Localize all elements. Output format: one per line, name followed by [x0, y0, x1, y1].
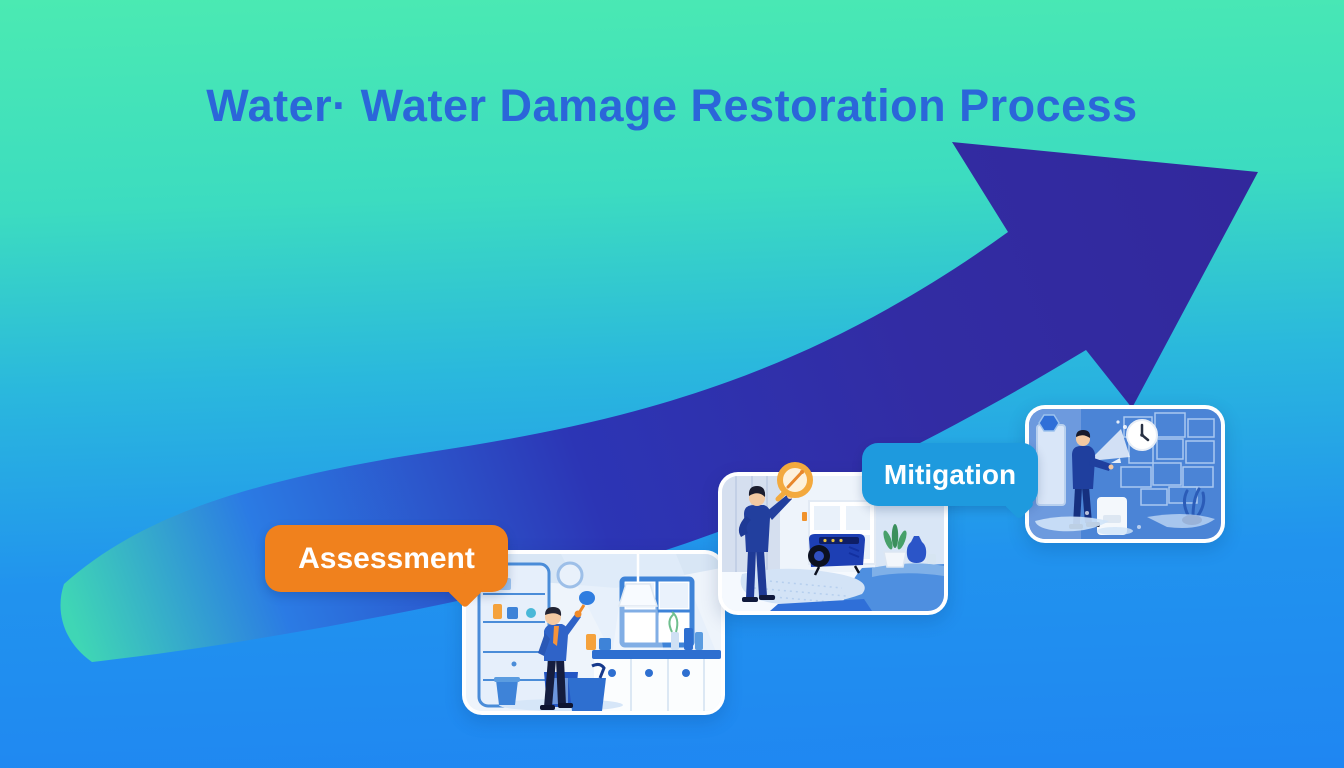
blue-vase — [906, 536, 927, 563]
technician-drying-room-scene — [1029, 409, 1221, 539]
moisture-gauge-icon — [775, 462, 813, 502]
water-spray — [1089, 420, 1134, 461]
assessment-panel — [462, 550, 725, 715]
door — [1036, 424, 1066, 506]
wall-clock-icon — [1126, 419, 1158, 451]
orange-tie — [553, 626, 559, 646]
page-title: Water· Water Damage Restoration Process — [206, 80, 1138, 132]
storage-shelf — [477, 562, 551, 708]
kitchen-counter — [586, 611, 721, 711]
floor-puddles — [1035, 511, 1215, 535]
technician-inspecting-kitchen-scene — [466, 554, 721, 711]
drying-panel — [1025, 405, 1225, 543]
duster-icon — [579, 591, 595, 605]
technician-dehumidifier-scene — [722, 476, 944, 611]
paint-can — [927, 554, 936, 564]
cleaning-buckets — [494, 662, 623, 711]
dehumidifier — [808, 534, 865, 576]
mitigation-label: Mitigation — [862, 443, 1038, 520]
wall-mirror — [556, 561, 584, 589]
assessment-label: Assessment — [265, 525, 508, 609]
technician-figure — [538, 591, 595, 710]
potted-plant — [883, 524, 907, 568]
hexagon-badge-icon — [1038, 414, 1060, 432]
